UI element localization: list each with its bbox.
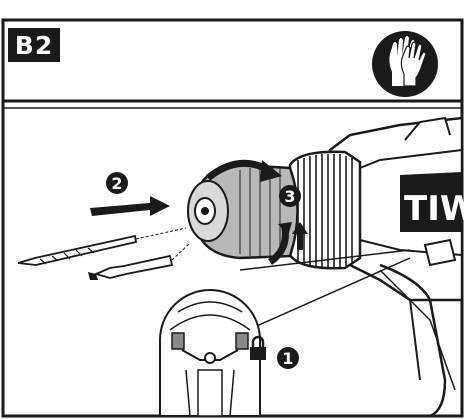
brand-band: TIWOR [400, 172, 465, 232]
drill-collar [288, 150, 362, 270]
callout-2: 2 [106, 172, 128, 194]
screwdriver-bit [88, 242, 191, 280]
insert-arrow-icon [90, 196, 170, 216]
callout-3: 3 [279, 185, 301, 207]
step-label: B2 [8, 28, 60, 62]
padlock-icon [250, 335, 266, 360]
drill-bit [17, 227, 187, 266]
callout-1: 1 [277, 347, 299, 369]
callout-2-number: 2 [111, 174, 122, 193]
brand-logo-text: TIWOR [404, 189, 465, 229]
gloves-icon [372, 31, 438, 97]
drill-chuck [187, 163, 299, 260]
callout-3-number: 3 [284, 187, 295, 206]
lock-detail-zoom [159, 249, 411, 417]
drill-body [328, 116, 464, 418]
rotation-arrow-icon [205, 159, 308, 265]
callout-1-number: 1 [282, 349, 293, 368]
